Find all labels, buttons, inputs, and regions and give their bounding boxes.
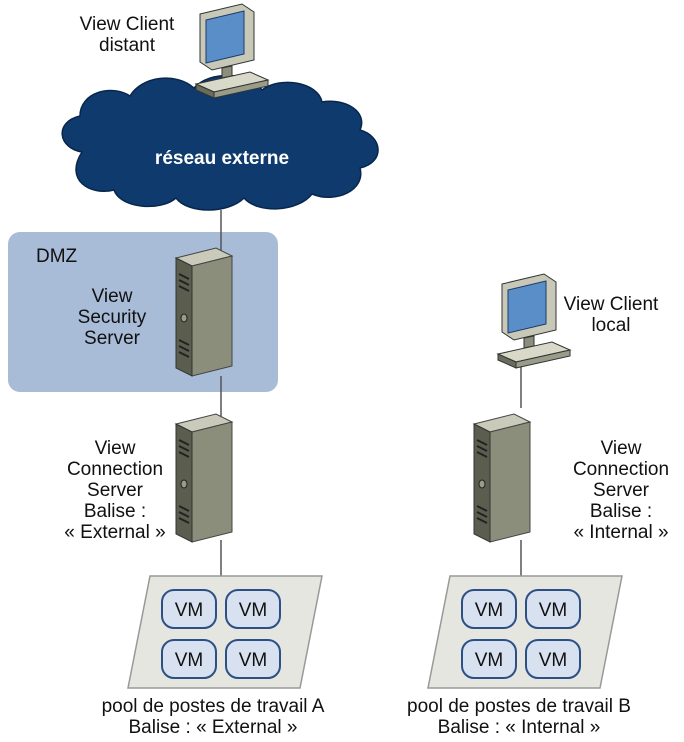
pool-a-vm-2: VM [225,589,281,629]
connection-server-external-label: View Connection Server Balise : « Extern… [64,438,166,543]
remote-client-icon [195,3,269,99]
svg-text:VM: VM [239,600,268,621]
pool-a-vm-1: VM [161,589,217,629]
pool-b-vm-4: VM [525,639,581,679]
connection-server-internal-icon [473,413,531,543]
remote-client-label: View Client distant [79,14,175,56]
pool-b-label: pool de postes de travail B Balise : « I… [407,696,631,738]
pool-b-vm-3: VM [461,639,517,679]
local-client-label: View Client local [563,294,659,336]
pool-b-vm-2: VM [525,589,581,629]
svg-text:VM: VM [475,600,504,621]
pool-a-label: pool de postes de travail A Balise : « E… [101,696,325,738]
svg-text:VM: VM [175,600,204,621]
pool-a-vm-4: VM [225,639,281,679]
pool-a-vm-3: VM [161,639,217,679]
svg-text:VM: VM [239,650,268,671]
svg-text:VM: VM [539,600,568,621]
desktop-pool-b [427,575,623,689]
security-server-label: View Security Server [77,286,147,349]
svg-text:VM: VM [175,650,204,671]
security-server-icon [175,247,233,377]
pool-b-vm-1: VM [461,589,517,629]
network-label: réseau externe [154,148,290,169]
svg-text:VM: VM [539,650,568,671]
external-network-cloud [61,74,379,211]
connection-server-external-icon [175,413,233,543]
connection-server-internal-label: View Connection Server Balise : « Intern… [572,438,670,543]
dmz-label: DMZ [36,246,78,267]
desktop-pool-a [127,575,323,689]
svg-text:VM: VM [475,650,504,671]
